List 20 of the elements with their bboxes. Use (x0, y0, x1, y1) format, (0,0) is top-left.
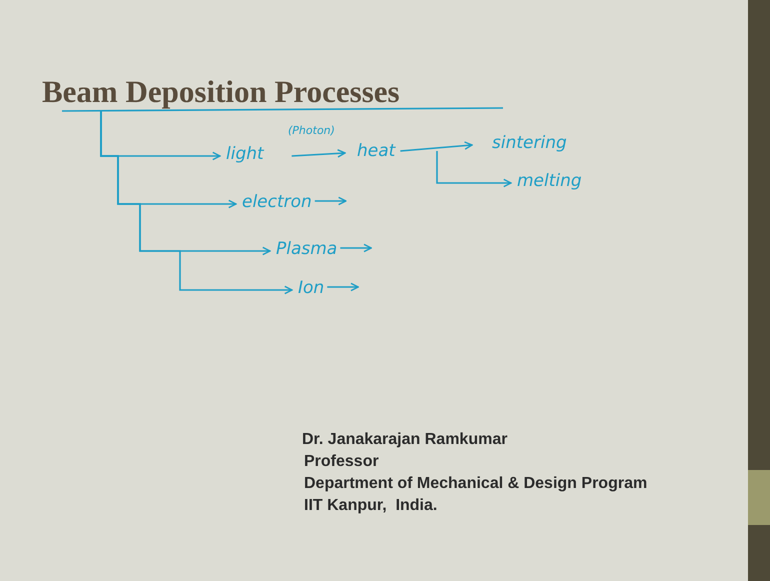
arrow (100, 111, 293, 294)
arrow (292, 149, 346, 158)
handwritten-term: Plasma (276, 239, 338, 259)
arrow (436, 151, 512, 188)
handwritten-term: Ion (298, 278, 324, 298)
slide-title: Beam Deposition Processes (42, 74, 400, 109)
author-info: Department of Mechanical & Design Program (304, 475, 648, 493)
author-info: IIT Kanpur, India. (304, 497, 438, 515)
handwritten-term: melting (517, 171, 582, 191)
arrow (327, 282, 359, 292)
handwritten-term: sintering (492, 133, 567, 153)
arrow (314, 196, 347, 206)
author-info: Dr. Janakarajan Ramkumar (302, 431, 508, 449)
annotation: (Photon) (288, 124, 335, 137)
author-info: Professor (304, 453, 379, 471)
arrow (400, 141, 473, 152)
handwritten-term: light (226, 144, 264, 164)
handwritten-term: electron (242, 192, 312, 212)
handwritten-term: heat (357, 141, 396, 161)
arrow (340, 244, 372, 252)
